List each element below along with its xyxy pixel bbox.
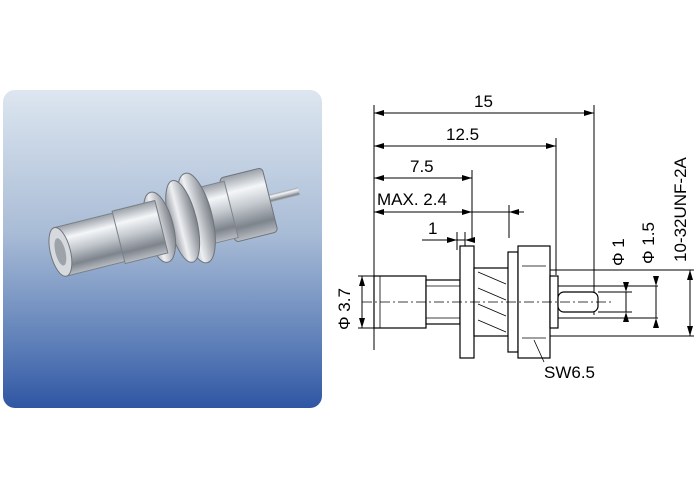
label-body-length: 12.5 [446,125,479,144]
rear-pin [262,187,300,204]
label-step: 1 [428,219,437,238]
product-photo-panel [3,90,322,408]
label-overall-length: 15 [474,92,493,111]
label-panel-thickness: MAX. 2.4 [377,190,447,209]
connector-render [48,167,300,277]
label-wrench-size: SW6.5 [544,363,595,382]
technical-drawing: 15 12.5 7.5 MAX. 2.4 1 SW6.5 Φ 3.7 Φ 1 Φ… [335,92,694,382]
barrel-opening [54,238,67,266]
label-body-diameter: Φ 3.7 [335,288,354,330]
barrel-step [111,199,169,265]
label-pin-diameter: Φ 1 [609,238,628,266]
label-thread: 10-32UNF-2A [671,156,690,262]
label-front-length: 7.5 [410,157,434,176]
label-shoulder-diameter: Φ 1.5 [639,222,658,264]
